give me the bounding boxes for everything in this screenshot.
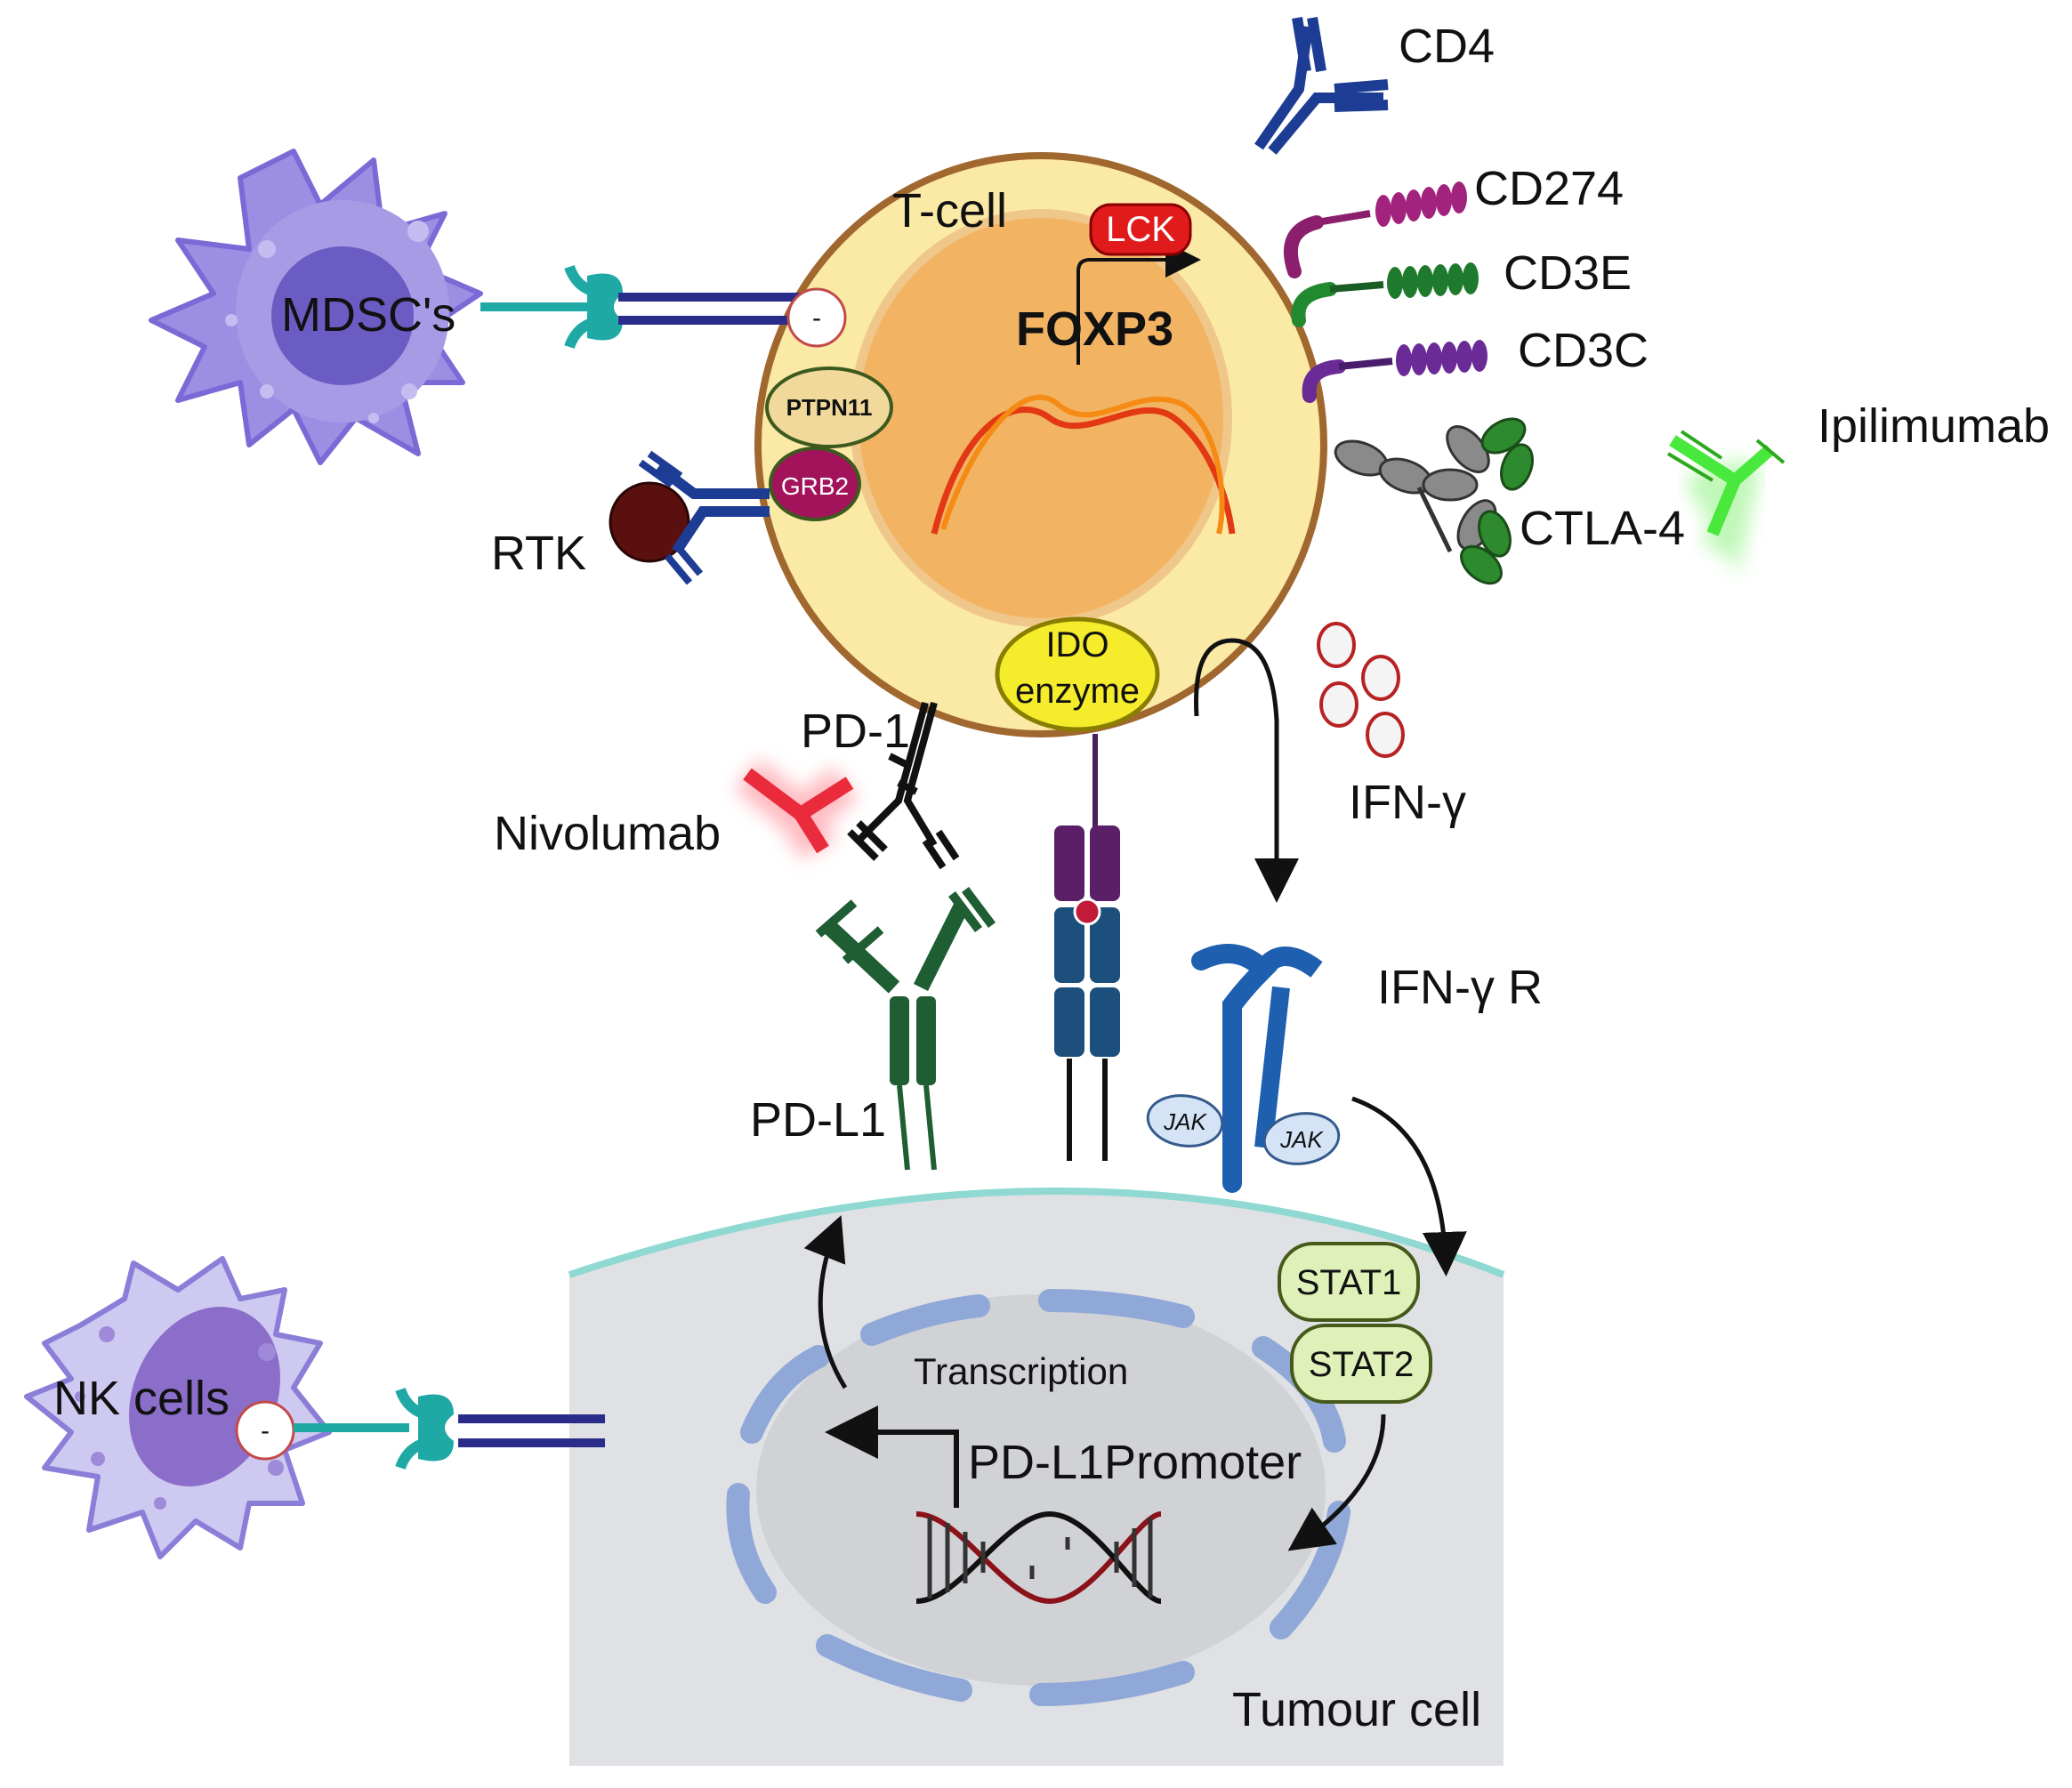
ipilimumab-label: Ipilimumab bbox=[1818, 399, 2050, 453]
pd1-label: PD-1 bbox=[801, 705, 910, 758]
ifn-gamma-secretion-arrow bbox=[1194, 638, 1299, 903]
rtk-label: RTK bbox=[491, 527, 586, 580]
foxp3-label: FOXP3 bbox=[1016, 302, 1173, 356]
jak-node-2 bbox=[1262, 1112, 1341, 1165]
nk-receptor-icon bbox=[294, 1387, 454, 1470]
nivolumab-antibody-icon bbox=[734, 758, 859, 860]
grb2-node bbox=[769, 447, 861, 521]
tumour-nucleus bbox=[726, 1289, 1350, 1706]
pd-l1-promoter-label: PD-L1Promoter bbox=[968, 1436, 1302, 1489]
transcription-label: Transcription bbox=[914, 1350, 1128, 1392]
t-cell-label: T-cell bbox=[892, 184, 1007, 238]
ido-label-line2: enzyme bbox=[1015, 672, 1140, 711]
mdsc-nucleus bbox=[271, 246, 414, 385]
t-cell-inhibitory-ligand-icon bbox=[618, 287, 847, 348]
stat1-node bbox=[1278, 1242, 1420, 1322]
stat2-node bbox=[1290, 1324, 1432, 1404]
ifngr-label: IFN-γ R bbox=[1377, 961, 1543, 1014]
ptpn11-label: PTPN11 bbox=[786, 394, 873, 421]
ifn-gamma-particles-icon bbox=[1317, 622, 1405, 758]
jak-stat-arrow bbox=[1351, 1096, 1467, 1277]
nk-cells-label: NK cells bbox=[53, 1372, 230, 1425]
cd4-receptor-icon bbox=[1254, 17, 1389, 155]
nk-cell bbox=[24, 1256, 332, 1559]
grb2-label: GRB2 bbox=[781, 472, 849, 500]
mdsc-cell bbox=[149, 149, 483, 465]
ipilimumab-antibody-icon bbox=[1666, 430, 1786, 574]
lck-badge bbox=[1089, 203, 1192, 256]
promoter-arrow bbox=[825, 1405, 959, 1508]
lck-label: LCK bbox=[1106, 210, 1175, 249]
jak-label-1: JAK bbox=[1163, 1108, 1207, 1135]
transcription-arrow bbox=[803, 1215, 848, 1389]
mdscs-label: MDSC's bbox=[281, 288, 456, 342]
ifngr-receptor-icon bbox=[1191, 944, 1323, 1193]
cd3c-label: CD3C bbox=[1518, 324, 1649, 377]
cd3e-label: CD3E bbox=[1504, 246, 1632, 300]
tumour-cell-label: Tumour cell bbox=[1232, 1683, 1481, 1736]
pd-l1-label: PD-L1 bbox=[750, 1093, 886, 1147]
tumour-inhibitory-ligand-icon bbox=[458, 1414, 605, 1447]
pd1-receptor-icon bbox=[847, 701, 960, 870]
ifn-gamma-label: IFN-γ bbox=[1349, 776, 1466, 829]
cd3c-receptor-icon bbox=[1302, 340, 1487, 403]
stat-to-nucleus-arrow bbox=[1287, 1413, 1386, 1551]
nivolumab-label: Nivolumab bbox=[494, 807, 721, 860]
foxp3-to-lck-arrow bbox=[1076, 242, 1201, 365]
nk-minus-sign: - bbox=[261, 1416, 270, 1446]
foxp3-dna-icon bbox=[931, 394, 1236, 535]
pd-l1-receptor-icon bbox=[815, 887, 996, 1171]
jak-label-2: JAK bbox=[1279, 1126, 1324, 1153]
cd3e-receptor-icon bbox=[1291, 262, 1479, 327]
ptpn11-node bbox=[765, 366, 893, 448]
stat2-label: STAT2 bbox=[1309, 1345, 1415, 1384]
mdsc-minus-sign: - bbox=[812, 303, 821, 333]
rtk-receptor-icon bbox=[609, 450, 770, 585]
ctla4-label: CTLA-4 bbox=[1520, 502, 1685, 555]
t-cell bbox=[754, 152, 1327, 737]
cd274-receptor-icon bbox=[1284, 181, 1467, 278]
dna-helix-promoter-icon bbox=[915, 1510, 1162, 1605]
ido-label-line1: IDO bbox=[1045, 625, 1109, 664]
ido-enzyme-node bbox=[995, 616, 1160, 732]
stat1-label: STAT1 bbox=[1296, 1263, 1402, 1302]
cd4-label: CD4 bbox=[1399, 20, 1495, 73]
jak-node-1 bbox=[1146, 1094, 1224, 1148]
mdsc-receptor-icon bbox=[480, 264, 623, 350]
cd274-label: CD274 bbox=[1474, 162, 1624, 215]
tumour-cell bbox=[568, 1188, 1505, 1766]
tcr-mhc-complex-icon bbox=[1054, 734, 1120, 1161]
ctla4-receptor-icon bbox=[1334, 417, 1534, 585]
tumour-membrane bbox=[568, 1188, 1505, 1278]
